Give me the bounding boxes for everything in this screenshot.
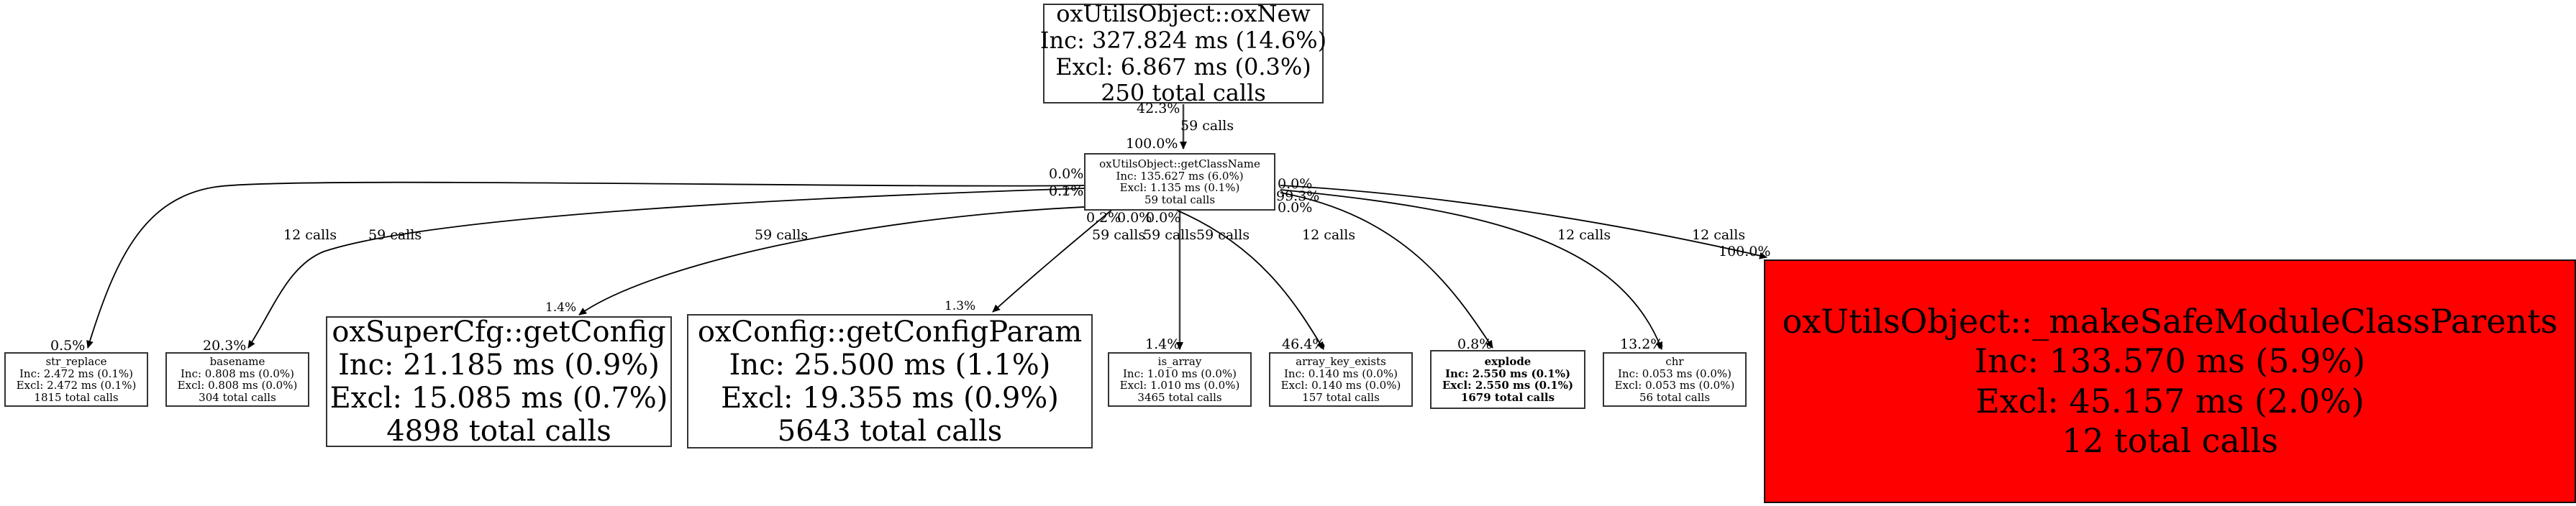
node-calls: 250 total calls (1101, 79, 1266, 107)
node-name: oxUtilsObject::_makeSafeModuleClassParen… (1782, 302, 2558, 341)
node-excl: Excl: 1.135 ms (0.1%) (1119, 181, 1240, 194)
edge-head-pct: 20.3% (203, 338, 247, 354)
node-excl: Excl: 2.472 ms (0.1%) (16, 379, 137, 392)
node-inc: Inc: 25.500 ms (1.1%) (729, 348, 1051, 382)
edge-head-pct: 1.4% (545, 300, 577, 315)
node-getConfig[interactable]: oxSuperCfg::getConfig Inc: 21.185 ms (0.… (326, 316, 672, 448)
edge-calls-label: 59 calls (755, 227, 809, 243)
edge-getClassName-str_replace (86, 181, 1086, 349)
edge-calls-label: 12 calls (1692, 227, 1746, 243)
edge-getClassName-getConfig (578, 206, 1101, 316)
node-oxNew[interactable]: oxUtilsObject::oxNew Inc: 327.824 ms (14… (1039, 0, 1327, 107)
node-name: oxConfig::getConfigParam (697, 315, 1083, 349)
node-inc: Inc: 2.472 ms (0.1%) (19, 367, 134, 380)
edge-head-pct: 1.4% (1145, 336, 1180, 352)
edge-tail-pct: 0.1% (1049, 183, 1084, 199)
node-getClassName[interactable]: oxUtilsObject::getClassName Inc: 135.627… (1084, 153, 1275, 211)
node-inc: Inc: 2.550 ms (0.1%) (1444, 367, 1571, 380)
node-excl: Excl: 0.053 ms (0.0%) (1614, 379, 1735, 392)
node-calls: 3465 total calls (1137, 390, 1222, 404)
edge-calls-label: 12 calls (1557, 227, 1611, 243)
node-name: basename (209, 355, 265, 368)
edge-head-pct: 13.2% (1620, 336, 1664, 352)
node-explode[interactable]: explode Inc: 2.550 ms (0.1%) Excl: 2.550… (1430, 350, 1585, 409)
node-excl: Excl: 0.808 ms (0.0%) (177, 379, 298, 392)
node-name: is_array (1157, 355, 1202, 368)
node-getConfigParam[interactable]: oxConfig::getConfigParam Inc: 25.500 ms … (687, 314, 1093, 448)
node-calls: 157 total calls (1302, 390, 1380, 404)
node-name: oxUtilsObject::oxNew (1056, 0, 1311, 27)
node-name: oxSuperCfg::getConfig (332, 316, 666, 349)
node-array_key_exists[interactable]: array_key_exists Inc: 0.140 ms (0.0%) Ex… (1269, 352, 1413, 407)
edge-head-pct: 1.3% (945, 299, 976, 313)
node-name: chr (1665, 355, 1684, 368)
node-calls: 56 total calls (1639, 390, 1711, 404)
edge-tail-pct: 0.0% (1146, 210, 1181, 226)
edge-calls-label: 12 calls (1302, 227, 1356, 243)
node-calls: 12 total calls (2062, 420, 2278, 460)
edge-tail-pct: 0.2% (1086, 210, 1121, 226)
node-calls: 59 total calls (1144, 193, 1216, 206)
node-inc: Inc: 133.570 ms (5.9%) (1974, 341, 2366, 381)
edge-getClassName-array_key_exists (1172, 208, 1324, 350)
node-basename[interactable]: basename Inc: 0.808 ms (0.0%) Excl: 0.80… (165, 352, 309, 407)
edge-calls-label: 59 calls (1143, 227, 1197, 243)
node-name: array_key_exists (1296, 355, 1386, 368)
node-chr[interactable]: chr Inc: 0.053 ms (0.0%) Excl: 0.053 ms … (1603, 352, 1747, 407)
edge-tail-pct: 0.2% (1049, 183, 1084, 199)
node-inc: Inc: 21.185 ms (0.9%) (338, 349, 660, 382)
edge-getClassName-makeSafe (1280, 185, 1767, 259)
edge-head-pct: 0.5% (50, 338, 86, 354)
node-name: explode (1484, 355, 1532, 368)
edge-tail-pct: 0.0% (1278, 176, 1313, 192)
node-excl: Excl: 19.355 ms (0.9%) (721, 381, 1059, 415)
edge-tail-pct: 42.3% (1137, 101, 1180, 116)
edge-getClassName-basename (247, 188, 1086, 349)
edge-calls-label: 12 calls (283, 227, 337, 243)
node-calls: 5643 total calls (777, 414, 1003, 448)
node-excl: Excl: 45.157 ms (2.0%) (1975, 381, 2365, 420)
node-calls: 304 total calls (199, 390, 276, 404)
node-name: str_replace (45, 355, 107, 368)
edge-calls-label: 59 calls (368, 227, 422, 243)
edge-calls-label: 59 calls (1196, 227, 1250, 243)
node-calls: 1679 total calls (1460, 390, 1555, 404)
node-str_replace[interactable]: str_replace Inc: 2.472 ms (0.1%) Excl: 2… (4, 352, 148, 407)
node-calls: 1815 total calls (34, 390, 119, 404)
edge-tail-pct: 99.3% (1276, 188, 1320, 204)
node-is_array[interactable]: is_array Inc: 1.010 ms (0.0%) Excl: 1.01… (1108, 352, 1252, 407)
edge-head-pct: 0.8% (1457, 336, 1493, 352)
edge-calls-label: 59 calls (1180, 118, 1234, 134)
node-inc: Inc: 0.808 ms (0.0%) (180, 367, 295, 380)
edge-head-pct: 100.0% (1719, 244, 1771, 259)
node-inc: Inc: 135.627 ms (6.0%) (1116, 169, 1244, 183)
edge-tail-pct: 0.0% (1117, 210, 1152, 226)
edge-calls-label: 59 calls (1092, 227, 1146, 243)
node-makeSafeModuleClassParents[interactable]: oxUtilsObject::_makeSafeModuleClassParen… (1764, 259, 2576, 503)
edge-getClassName-explode (1280, 192, 1493, 349)
node-excl: Excl: 0.140 ms (0.0%) (1280, 379, 1401, 392)
node-excl: Excl: 15.085 ms (0.7%) (329, 382, 668, 415)
node-excl: Excl: 6.867 ms (0.3%) (1055, 52, 1311, 80)
edge-tail-pct: 0.0% (1278, 200, 1313, 216)
node-inc: Inc: 1.010 ms (0.0%) (1122, 367, 1237, 380)
edge-tail-pct: 0.0% (1049, 166, 1084, 182)
node-excl: Excl: 2.550 ms (0.1%) (1442, 379, 1574, 392)
node-excl: Excl: 1.010 ms (0.0%) (1119, 379, 1240, 392)
node-name: oxUtilsObject::getClassName (1099, 157, 1260, 170)
node-inc: Inc: 327.824 ms (14.6%) (1039, 26, 1327, 54)
edge-head-pct: 100.0% (1126, 136, 1178, 152)
edge-head-pct: 46.4% (1282, 336, 1326, 352)
edge-getClassName-chr (1280, 189, 1663, 350)
node-calls: 4898 total calls (386, 415, 611, 448)
edge-getClassName-getConfigParam (992, 208, 1114, 313)
node-inc: Inc: 0.140 ms (0.0%) (1283, 367, 1398, 380)
node-inc: Inc: 0.053 ms (0.0%) (1617, 367, 1732, 380)
